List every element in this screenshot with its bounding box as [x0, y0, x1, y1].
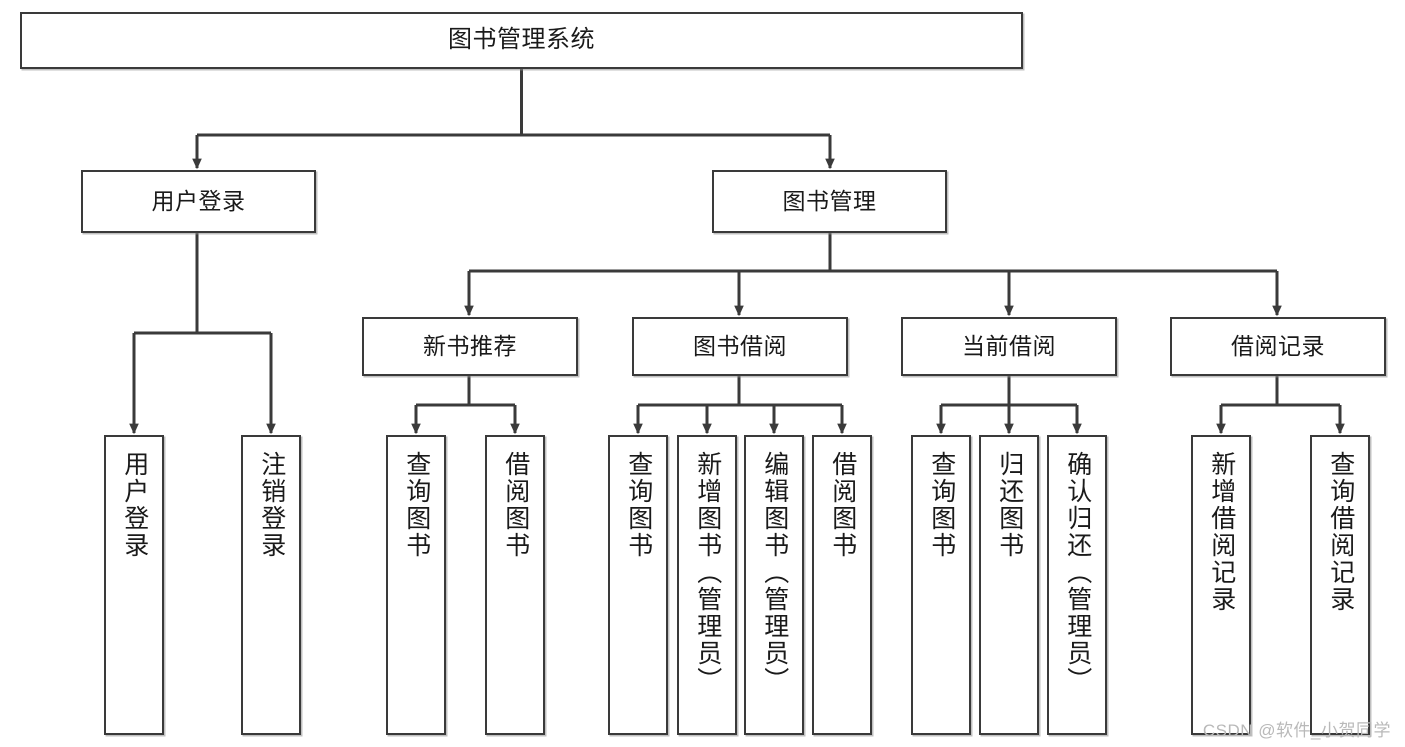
node-label: 用户登录 — [151, 187, 246, 214]
leaf-borrow-add-book-admin[interactable]: 新增图书（管理员） — [677, 435, 737, 735]
node-current-borrow[interactable]: 当前借阅 — [901, 317, 1117, 376]
node-label: 查询图书 — [927, 451, 956, 559]
node-label: 注销登录 — [257, 451, 286, 559]
node-user-login[interactable]: 用户登录 — [81, 170, 316, 233]
node-label: 确认归还（管理员） — [1063, 451, 1092, 694]
node-label: 新增图书（管理员） — [693, 451, 722, 694]
node-root[interactable]: 图书管理系统 — [20, 12, 1023, 69]
leaf-current-return-book[interactable]: 归还图书 — [979, 435, 1039, 735]
leaf-records-add-record[interactable]: 新增借阅记录 — [1191, 435, 1251, 735]
leaf-borrow-borrow-book[interactable]: 借阅图书 — [812, 435, 872, 735]
node-label: 查询图书 — [624, 451, 653, 559]
watermark: CSDN @软件_小贺同学 — [1202, 721, 1391, 740]
node-label: 当前借阅 — [962, 332, 1056, 359]
leaf-borrow-query-book[interactable]: 查询图书 — [608, 435, 668, 735]
node-new-book-recommend[interactable]: 新书推荐 — [362, 317, 578, 376]
node-book-borrow[interactable]: 图书借阅 — [632, 317, 848, 376]
node-label: 借阅图书 — [828, 451, 857, 559]
leaf-borrow-edit-book-admin[interactable]: 编辑图书（管理员） — [744, 435, 804, 735]
node-label: 借阅记录 — [1231, 332, 1325, 359]
leaf-user-login-logout[interactable]: 注销登录 — [241, 435, 301, 735]
node-label: 图书借阅 — [693, 332, 787, 359]
leaf-current-query-book[interactable]: 查询图书 — [911, 435, 971, 735]
leaf-new-book-query[interactable]: 查询图书 — [386, 435, 446, 735]
node-label: 编辑图书（管理员） — [760, 451, 789, 694]
node-book-management[interactable]: 图书管理 — [712, 170, 947, 233]
node-label: 新增借阅记录 — [1207, 451, 1236, 613]
node-label: 查询图书 — [402, 451, 431, 559]
leaf-user-login-login[interactable]: 用户登录 — [104, 435, 164, 735]
node-label: 图书管理系统 — [448, 26, 595, 54]
node-label: 查询借阅记录 — [1326, 451, 1355, 613]
node-label: 借阅图书 — [501, 451, 530, 559]
leaf-current-confirm-return-admin[interactable]: 确认归还（管理员） — [1047, 435, 1107, 735]
leaf-records-query-record[interactable]: 查询借阅记录 — [1310, 435, 1370, 735]
node-label: 归还图书 — [995, 451, 1024, 559]
node-label: 新书推荐 — [423, 332, 517, 359]
leaf-new-book-borrow[interactable]: 借阅图书 — [485, 435, 545, 735]
node-borrow-records[interactable]: 借阅记录 — [1170, 317, 1386, 376]
node-label: 图书管理 — [782, 187, 877, 214]
node-label: 用户登录 — [120, 451, 149, 559]
